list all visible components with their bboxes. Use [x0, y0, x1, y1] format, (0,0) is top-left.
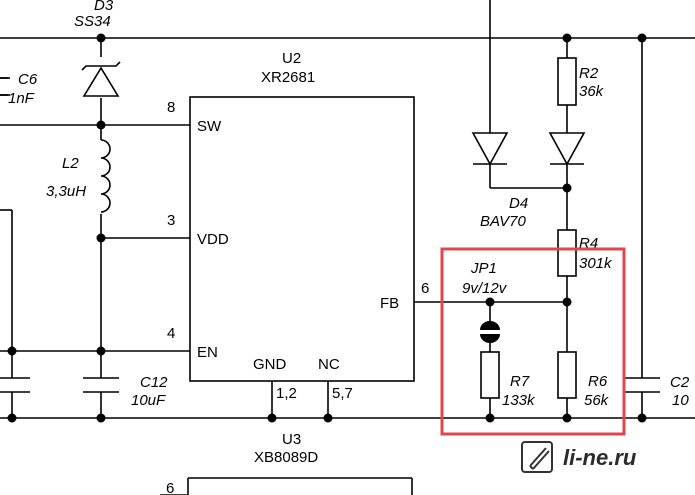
pin-en-name: EN — [197, 344, 218, 361]
highlight-box — [440, 247, 626, 436]
capacitor-c2: C2 10 — [624, 374, 690, 409]
watermark-text: li-ne.ru — [563, 445, 637, 470]
r6-value: 56k — [584, 392, 610, 409]
inductor-l2: L2 3,3uH — [46, 139, 111, 213]
c6-ref: C6 — [18, 71, 38, 88]
r6-ref: R6 — [588, 373, 608, 390]
pin-fb-num: 6 — [421, 280, 429, 297]
l2-ref: L2 — [62, 155, 79, 172]
pin-vdd-num: 3 — [167, 212, 175, 229]
ic-u2: U2 XR2681 8 SW 3 VDD 4 EN FB 6 GND 1,2 N… — [167, 50, 429, 402]
pin-sw-name: SW — [197, 118, 222, 135]
pin-vdd-name: VDD — [197, 231, 229, 248]
jp1-ref: JP1 — [470, 260, 497, 277]
r7-value: 133k — [502, 392, 536, 409]
resistor-r2: R2 36k — [557, 57, 605, 106]
pin-en-num: 4 — [167, 325, 175, 342]
junction-dots — [7, 33, 647, 423]
c2-ref: C2 — [670, 374, 690, 391]
watermark: li-ne.ru — [521, 441, 637, 473]
pin-nc-name: NC — [318, 356, 340, 373]
jp1-value: 9v/12v — [462, 280, 508, 297]
c12-value: 10uF — [131, 392, 166, 409]
l2-value: 3,3uH — [46, 183, 86, 200]
c12-ref: C12 — [140, 374, 168, 391]
r2-value: 36k — [579, 83, 605, 100]
u3-pin-num: 6 — [166, 480, 174, 495]
resistor-r7: R7 133k — [480, 351, 536, 409]
resistor-r4: R4 301k — [557, 229, 613, 277]
pin-sw-num: 8 — [167, 99, 175, 116]
ic-u3: U3 XB8089D 6 — [166, 431, 318, 495]
r2-ref: R2 — [579, 65, 599, 82]
resistor-r6: R6 56k — [557, 351, 610, 409]
pin-gnd-num: 1,2 — [276, 385, 297, 402]
c6-value: 1nF — [8, 90, 35, 107]
r4-value: 301k — [579, 255, 613, 272]
jumper-jp1: JP1 9v/12v — [462, 260, 508, 343]
c2-value: 10 — [672, 392, 689, 409]
r7-ref: R7 — [510, 373, 530, 390]
capacitor-c6: C6 1nF — [0, 71, 38, 107]
u2-value: XR2681 — [261, 69, 315, 86]
u2-ref: U2 — [282, 50, 301, 67]
d3-ref: D3 — [94, 0, 114, 14]
pin-fb-name: FB — [380, 295, 399, 312]
d4-ref: D4 — [509, 195, 528, 212]
capacitor-left — [0, 377, 30, 393]
d3-value: SS34 — [74, 13, 111, 30]
diode-d3: D3 SS34 — [74, 0, 121, 97]
capacitor-c12: C12 10uF — [83, 374, 168, 409]
u3-value: XB8089D — [254, 449, 318, 466]
u3-ref: U3 — [282, 431, 301, 448]
pin-gnd-name: GND — [253, 356, 287, 373]
diode-d4: D4 BAV70 — [471, 132, 586, 230]
pin-nc-num: 5,7 — [332, 385, 353, 402]
d4-value: BAV70 — [480, 213, 527, 230]
